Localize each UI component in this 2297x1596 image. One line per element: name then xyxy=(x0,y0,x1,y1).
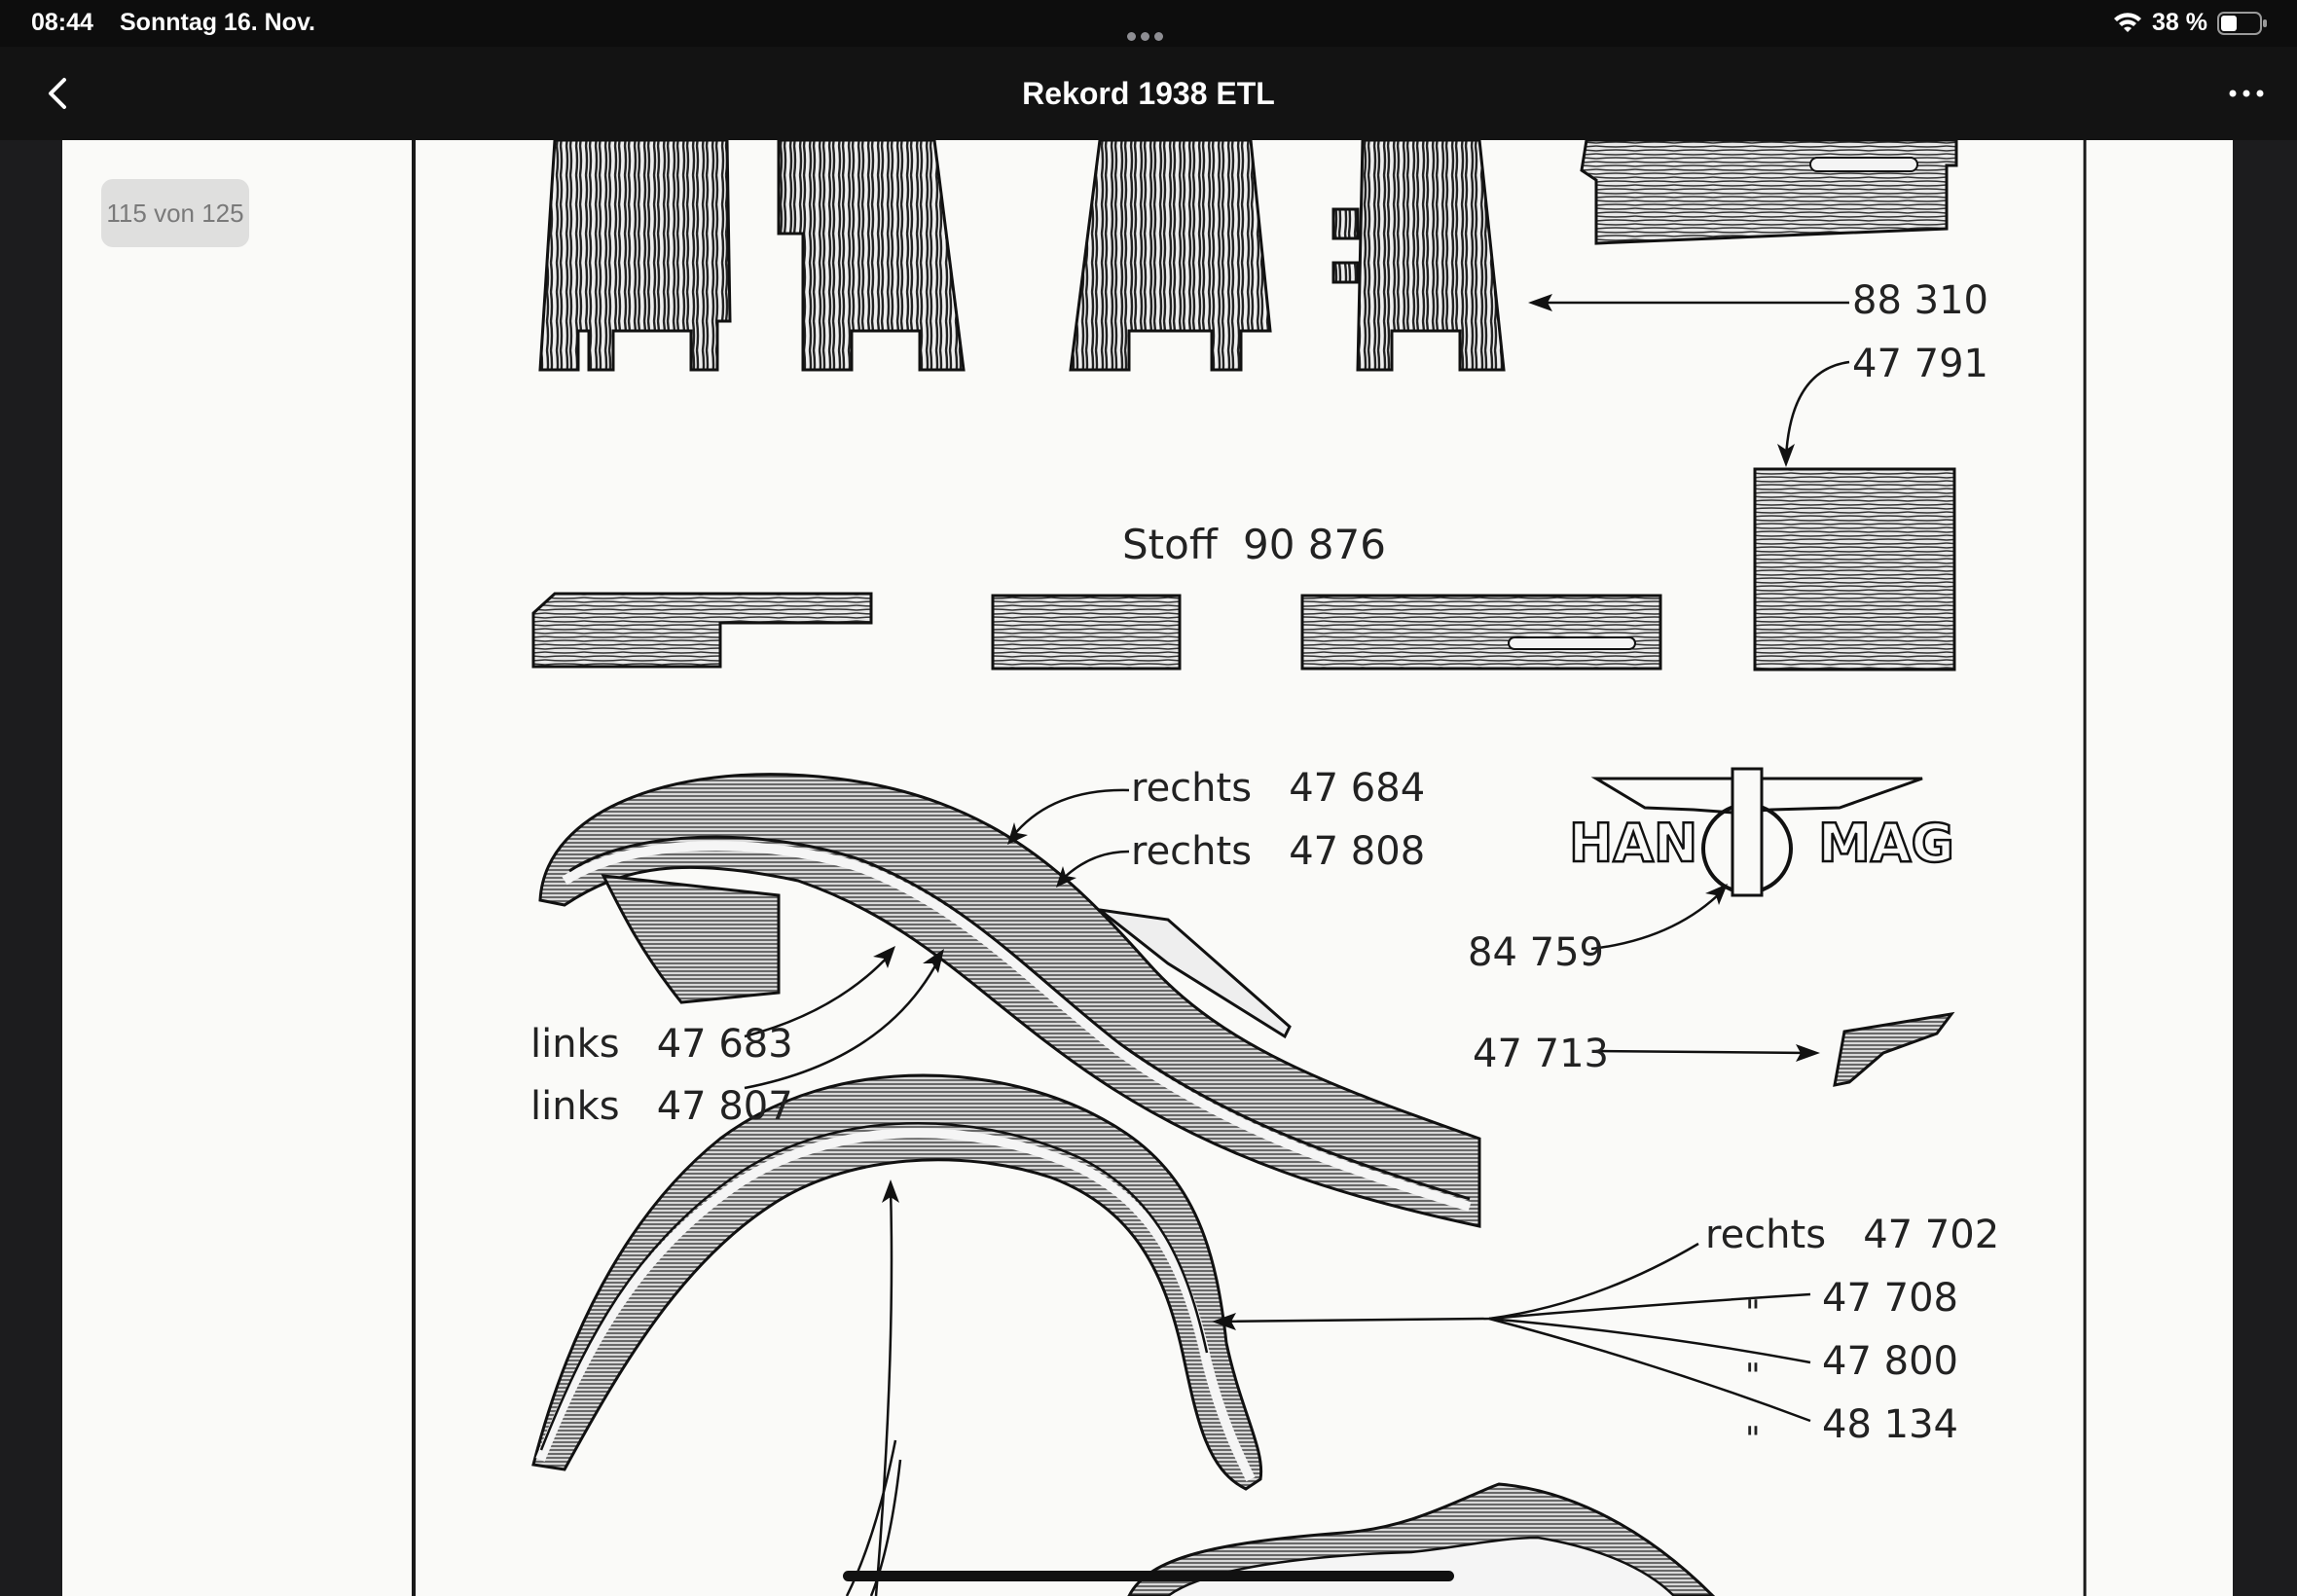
emblem-47713 xyxy=(1833,1011,1955,1087)
label-links-47807: links 47 807 xyxy=(530,1084,793,1129)
fender-left-drawing xyxy=(531,1073,1263,1491)
more-options-icon[interactable] xyxy=(2225,76,2268,111)
ditto-mark: " xyxy=(1745,1420,1761,1459)
part-number-47708: 47 708 xyxy=(1822,1276,1958,1321)
svg-text:MAG: MAG xyxy=(1818,813,1954,874)
fabric-pieces xyxy=(531,467,1956,671)
logo-lettering: HAN xyxy=(1569,813,1697,874)
parts-drawing: 88 310 47 791 Stoff 90 876 xyxy=(412,140,2087,1596)
part-number-90876: 90 876 xyxy=(1243,521,1386,568)
label-rechts-47808: rechts 47 808 xyxy=(1131,829,1425,874)
wood-board-group xyxy=(538,140,1958,372)
ditto-mark: " xyxy=(1745,1293,1761,1332)
label-links-47683: links 47 683 xyxy=(530,1022,793,1067)
home-indicator[interactable] xyxy=(843,1571,1454,1581)
part-number-47800: 47 800 xyxy=(1822,1339,1958,1384)
status-time: 08:44 xyxy=(31,9,93,36)
fender-right-drawing xyxy=(538,773,1481,1228)
battery-icon xyxy=(2217,11,2267,35)
leader-lines xyxy=(1216,1242,1811,1423)
part-number-47791: 47 791 xyxy=(1852,342,1988,386)
wifi-icon xyxy=(2114,12,2142,32)
document-page[interactable]: 88 310 47 791 Stoff 90 876 xyxy=(62,140,2233,1596)
part-number-47713: 47 713 xyxy=(1473,1032,1609,1076)
back-chevron-icon[interactable] xyxy=(39,70,78,117)
label-rechts-47684: rechts 47 684 xyxy=(1131,766,1425,811)
part-number-84759: 84 759 xyxy=(1468,930,1604,975)
ditto-mark: " xyxy=(1745,1357,1761,1396)
hanomag-logo: HAN MAG xyxy=(1568,767,1955,897)
status-bar: 08:44 Sonntag 16. Nov. 38 % xyxy=(0,0,2297,47)
battery-percent: 38 % xyxy=(2152,9,2207,36)
fabric-label: Stoff xyxy=(1122,521,1219,568)
page-indicator: 115 von 125 xyxy=(101,179,249,247)
navigation-bar: Rekord 1938 ETL xyxy=(0,47,2297,140)
document-viewer[interactable]: 88 310 47 791 Stoff 90 876 xyxy=(0,140,2297,1596)
part-number-88310: 88 310 xyxy=(1852,278,1988,323)
status-date: Sonntag 16. Nov. xyxy=(120,9,315,36)
status-indicators: 38 % xyxy=(2113,9,2268,37)
label-rechts-47702: rechts 47 702 xyxy=(1705,1213,1999,1257)
multitask-icon[interactable] xyxy=(1127,19,1170,41)
part-number-48134: 48 134 xyxy=(1822,1402,1958,1447)
document-title: Rekord 1938 ETL xyxy=(1022,76,1275,111)
